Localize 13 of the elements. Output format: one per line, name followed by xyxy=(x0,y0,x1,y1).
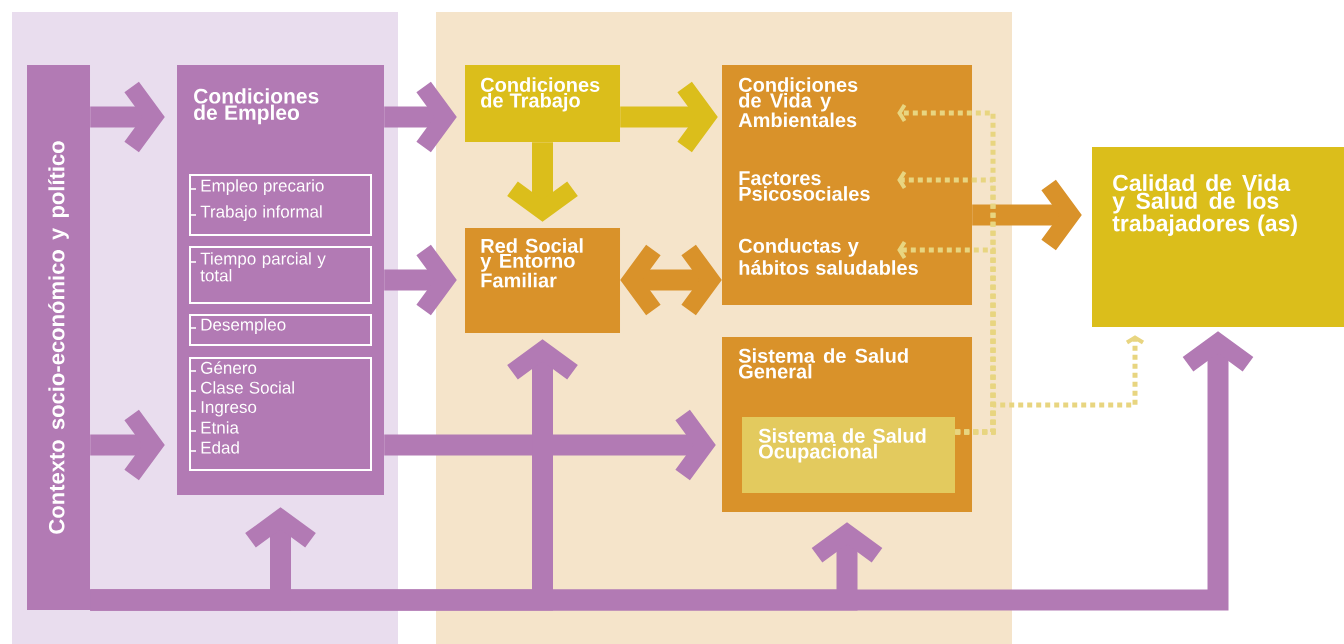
list-box: Empleo precario Trabajo informal xyxy=(189,174,372,236)
process-box: Red Social y Entorno Familiar xyxy=(465,228,620,333)
list-box: Género Clase Social Ingreso Etnia Edad xyxy=(189,357,372,471)
list-box: Tiempo parcial y total xyxy=(189,246,372,304)
process-box: Condiciones de Vida y Ambientales Factores Psicosociales Conductas y hábitos saludables xyxy=(722,65,972,305)
list-box: Desempleo xyxy=(189,314,372,346)
outcome-box: Calidad de Vida y Salud de los trabajadores (as) xyxy=(1092,147,1344,327)
dotted-arrow xyxy=(955,335,1145,435)
process-box: Condiciones de Trabajo xyxy=(465,65,620,142)
process-box: Sistema de Salud Ocupacional xyxy=(742,417,955,493)
arrow xyxy=(90,331,1254,611)
arrow xyxy=(384,409,716,481)
context-bar: Contexto socio-económico y político xyxy=(27,65,90,610)
